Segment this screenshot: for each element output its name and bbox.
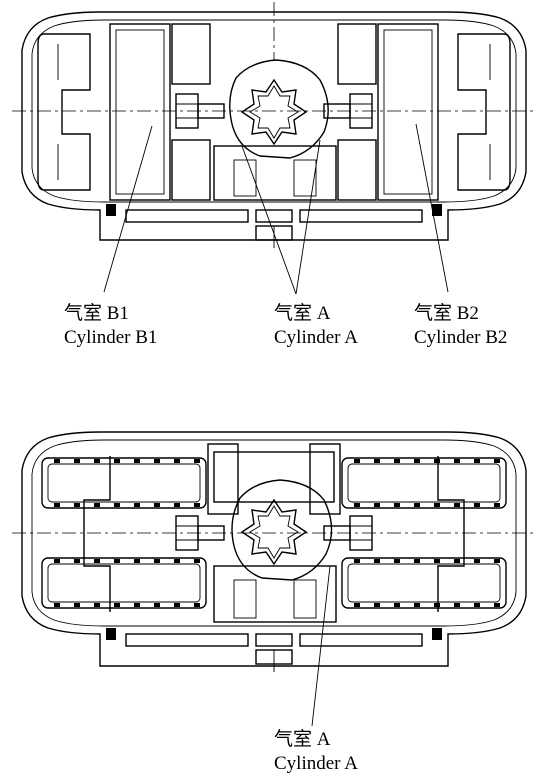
pinion-cutaway-top xyxy=(229,59,329,159)
piston-left-inner-top xyxy=(115,29,165,195)
seal-left-bottom xyxy=(106,628,116,640)
base-mid-top xyxy=(255,209,293,223)
pinion-star-top xyxy=(240,78,308,146)
leader-b2 xyxy=(415,123,449,293)
bolt-hex-left-top xyxy=(176,103,198,119)
leader-a1 xyxy=(241,145,297,295)
left-endcap-top xyxy=(37,33,91,191)
housing-outline-bottom xyxy=(21,431,527,667)
piston-left-top xyxy=(109,23,171,201)
label-cylinder-b1-zh: 气室 B1 xyxy=(64,303,129,324)
housing-outline-top xyxy=(21,11,527,241)
right-endcap-bottom xyxy=(437,456,465,612)
center-block-top xyxy=(213,145,337,201)
center-upper-bottom xyxy=(213,451,335,503)
label-bottom-cylinder-a-en: Cylinder A xyxy=(274,753,358,774)
housing-inner-bottom xyxy=(31,439,517,627)
center-slot-left-top xyxy=(233,159,257,197)
pinion-star-inner-bottom xyxy=(249,505,299,559)
label-cylinder-a-zh: 气室 A xyxy=(274,303,331,324)
piston-right-top xyxy=(377,23,439,201)
center-slot-right-bottom xyxy=(293,579,317,619)
seal-right-top xyxy=(432,204,442,216)
right-endcap-top xyxy=(457,33,511,191)
label-cylinder-b1-en: Cylinder B1 xyxy=(64,327,158,348)
bolt-hex-right-bottom xyxy=(350,525,372,541)
base-left-top xyxy=(125,209,249,223)
piston-right-inner-top xyxy=(383,29,433,195)
top-actuator-drawing xyxy=(12,2,536,295)
leader-a-bottom xyxy=(311,565,331,727)
base-right-bottom xyxy=(299,633,423,647)
springs-left-bottom xyxy=(41,457,207,609)
rack-right-upper-top xyxy=(337,23,377,85)
leader-a2 xyxy=(295,139,321,295)
left-endcap-bottom xyxy=(83,456,111,612)
leader-b1 xyxy=(103,125,153,293)
base-left-bottom xyxy=(125,633,249,647)
bolt-hex-right-top xyxy=(350,103,372,119)
springs-right-bottom xyxy=(341,457,507,609)
bottom-actuator-drawing xyxy=(12,431,536,727)
rack-right-bottom xyxy=(309,443,341,515)
pinion-cutaway-bottom xyxy=(231,479,333,581)
rack-left-lower-top xyxy=(171,139,211,201)
center-slot-left-bottom xyxy=(233,579,257,619)
rack-right-lower-top xyxy=(337,139,377,201)
label-cylinder-b2-en: Cylinder B2 xyxy=(414,327,508,348)
seal-left-top xyxy=(106,204,116,216)
bolt-shaft-right-top xyxy=(323,103,351,119)
bolt-shaft-left-top xyxy=(197,103,225,119)
rack-left-bottom xyxy=(207,443,239,515)
label-cylinder-b2-zh: 气室 B2 xyxy=(414,303,479,324)
housing-inner-top xyxy=(31,19,517,203)
rack-left-upper-top xyxy=(171,23,211,85)
base-right-top xyxy=(299,209,423,223)
base-mid-bottom xyxy=(255,633,293,647)
pinion-star-bottom xyxy=(240,498,308,566)
bolt-shaft-right-bottom xyxy=(323,525,351,541)
pinion-star-inner-top xyxy=(249,85,299,139)
bolt-shaft-left-bottom xyxy=(197,525,225,541)
bolt-hex-left-bottom xyxy=(176,525,198,541)
seal-right-bottom xyxy=(432,628,442,640)
label-bottom-cylinder-a-zh: 气室 A xyxy=(274,729,331,750)
center-block-bottom xyxy=(213,565,337,623)
label-cylinder-a-en: Cylinder A xyxy=(274,327,358,348)
center-slot-right-top xyxy=(293,159,317,197)
